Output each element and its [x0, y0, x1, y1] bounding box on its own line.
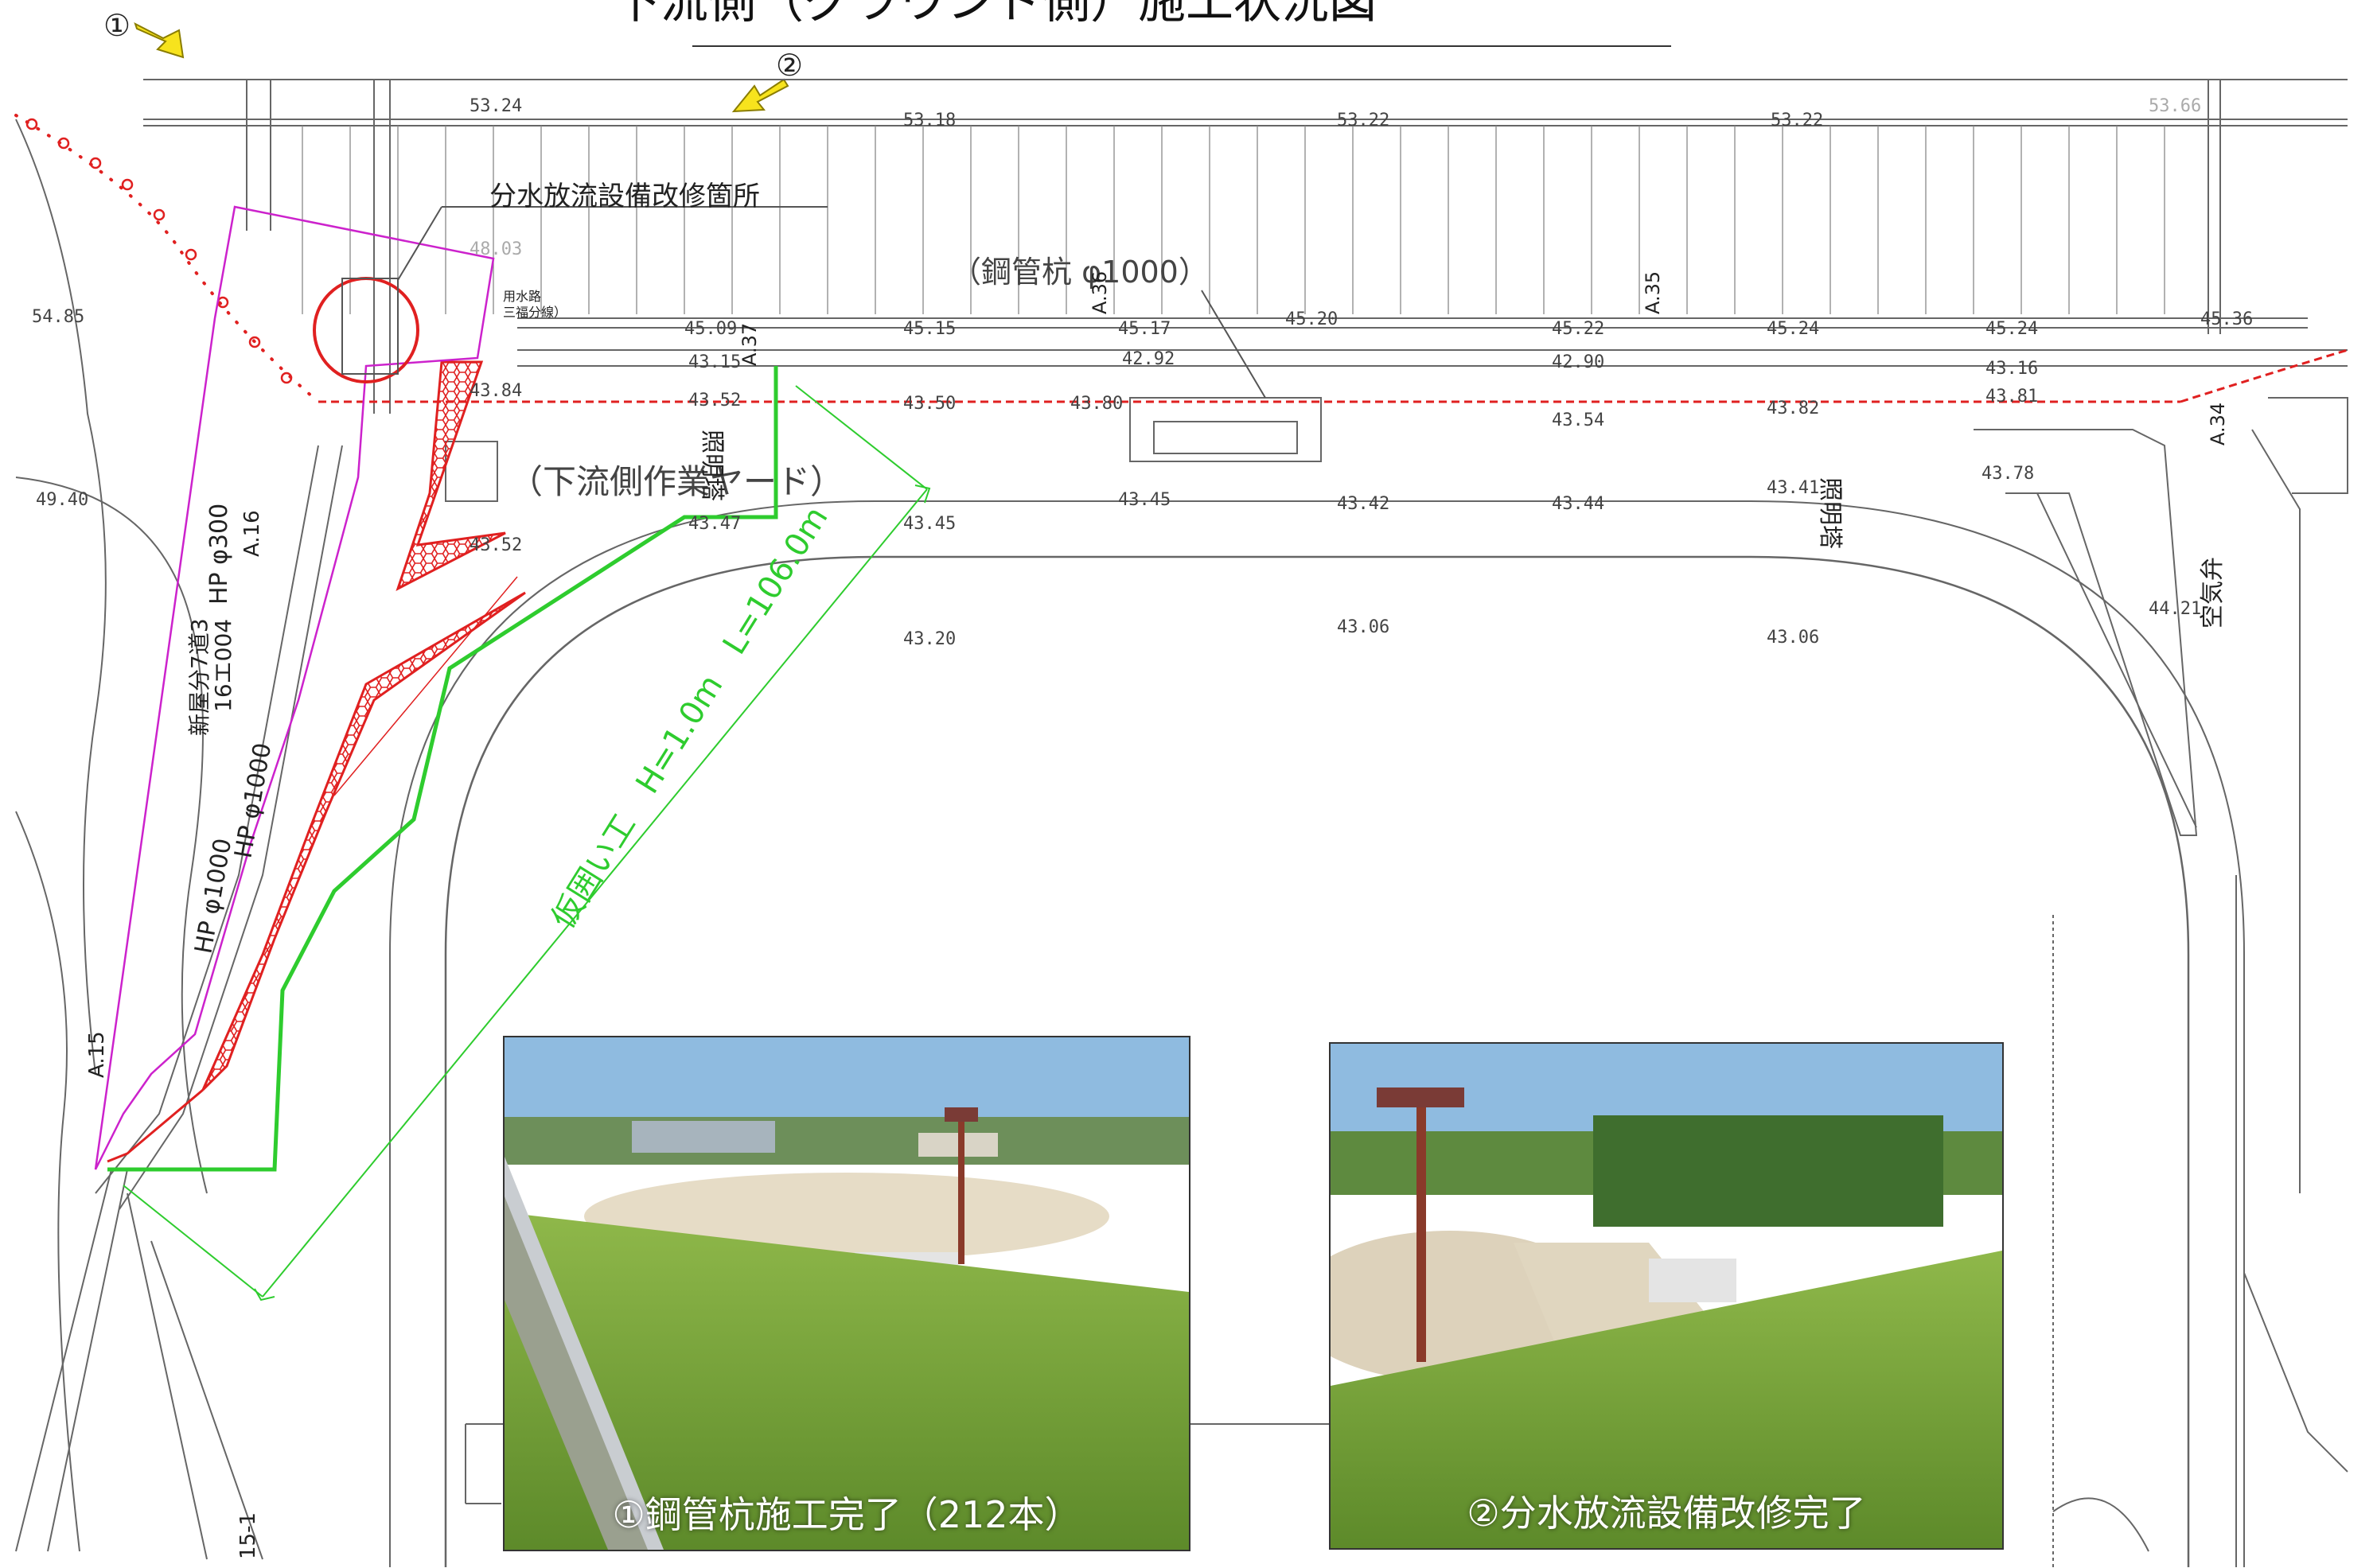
viewpoint-marker-1: ①: [103, 8, 185, 59]
photo-steel-pipe-pile-complete: ①鋼管杭施工完了（212本）: [503, 1036, 1190, 1551]
a16-label: A.16: [240, 510, 264, 557]
elev-43-80: 43.80: [1070, 394, 1123, 414]
elev-43-42: 43.42: [1337, 494, 1389, 514]
elev-54-85: 54.85: [32, 307, 84, 327]
elev-45-24-b: 45.24: [1985, 319, 2038, 339]
elev-44-21: 44.21: [2149, 599, 2201, 619]
elev-43-54: 43.54: [1552, 410, 1604, 430]
elev-53-22-b: 53.22: [1771, 111, 1823, 130]
elev-43-15: 43.15: [688, 352, 741, 372]
a37-label: A.37: [738, 323, 761, 366]
base-linework: [15, 79, 2348, 1567]
elev-43-45-b: 43.45: [1118, 490, 1171, 510]
work-yard-label: （下流側作業ヤード）: [509, 462, 844, 501]
elev-45-15: 45.15: [903, 319, 956, 339]
elev-43-41: 43.41: [1767, 478, 1819, 498]
elev-43-84: 43.84: [470, 381, 522, 401]
elev-45-17: 45.17: [1118, 319, 1171, 339]
pile-alignment-line: [14, 114, 2348, 403]
enclosure-label: 仮囲い工 H=1.0m L=106.0m: [544, 500, 835, 935]
elev-43-16: 43.16: [1985, 359, 2038, 379]
photo-1-caption: ①鋼管杭施工完了（212本）: [612, 1493, 1081, 1536]
elev-45-22: 45.22: [1552, 319, 1604, 339]
a15-label: A.15: [85, 1031, 109, 1078]
lighting-tower-label-a: 照明塔: [698, 430, 726, 501]
elev-43-45-a: 43.45: [903, 514, 956, 534]
elev-43-52-b: 43.52: [470, 535, 522, 555]
photo-2-caption: ②分水放流設備改修完了: [1467, 1492, 1866, 1535]
elev-49-40: 49.40: [36, 490, 88, 510]
photo-outlet-repair-complete: ②分水放流設備改修完了: [1329, 1042, 2004, 1550]
yellow-arrow-icon: [731, 78, 789, 113]
elev-43-44: 43.44: [1552, 494, 1604, 514]
elev-45-20: 45.20: [1285, 309, 1338, 329]
photo-1-image: [505, 1037, 1189, 1550]
repair-site-label: 分水放流設備改修箇所: [489, 181, 760, 212]
a35-label: A.35: [1642, 271, 1664, 314]
elev-43-52-a: 43.52: [688, 391, 741, 410]
elev-42-92: 42.92: [1122, 349, 1175, 369]
steel-pipe-pile-label: （鋼管杭 φ1000）: [951, 255, 1209, 290]
elev-53-66: 53.66: [2149, 96, 2201, 116]
a34-label: A.34: [2207, 403, 2229, 445]
elev-43-06-b: 43.06: [1767, 628, 1819, 648]
air-valve-label: 空気弁: [2199, 557, 2227, 628]
marker-1-label: ①: [103, 8, 131, 43]
elev-45-24-a: 45.24: [1767, 319, 1819, 339]
elev-53-18: 53.18: [903, 111, 956, 130]
steel-pile-revetment: [107, 360, 526, 1163]
elev-53-24: 53.24: [470, 96, 522, 116]
hp1000-label-b: HP φ1000: [189, 836, 237, 955]
elev-45-09: 45.09: [684, 319, 737, 339]
viewpoint-marker-2: ②: [731, 48, 803, 113]
elev-48-03: 48.03: [470, 239, 522, 259]
marker-2-label: ②: [776, 48, 803, 83]
elev-43-06-a: 43.06: [1337, 617, 1389, 637]
a36-label: A.36: [1089, 271, 1111, 314]
a151-label: 15-1: [236, 1512, 260, 1559]
branch-label-a: 新屋分7道3: [186, 618, 212, 736]
elev-43-82: 43.82: [1767, 399, 1819, 418]
temporary-enclosure: [107, 366, 931, 1301]
elev-43-78: 43.78: [1981, 464, 2034, 484]
irrigation-label: 用水路: [503, 289, 541, 304]
elev-53-22-a: 53.22: [1337, 111, 1389, 130]
page-title: 下流側（グラウンド側）施工状況図: [613, 0, 1377, 29]
elev-43-47: 43.47: [688, 514, 741, 534]
elev-42-90: 42.90: [1552, 352, 1604, 372]
title-block: 下流側（グラウンド側）施工状況図: [613, 0, 1671, 47]
irrigation-sub-label: 三福分線）: [503, 305, 567, 320]
elev-43-50: 43.50: [903, 394, 956, 414]
yellow-arrow-icon: [134, 21, 185, 59]
photo-2-image: [1331, 1044, 2002, 1548]
elev-43-81: 43.81: [1985, 387, 2038, 407]
hp300-label: HP φ300: [205, 504, 233, 605]
branch-label-b: 16エ004: [210, 619, 236, 712]
lighting-tower-label-b: 照明塔: [1816, 477, 1844, 549]
work-area-boundary: [94, 205, 495, 1170]
elev-45-36: 45.36: [2200, 309, 2253, 329]
elev-43-20: 43.20: [903, 629, 956, 649]
